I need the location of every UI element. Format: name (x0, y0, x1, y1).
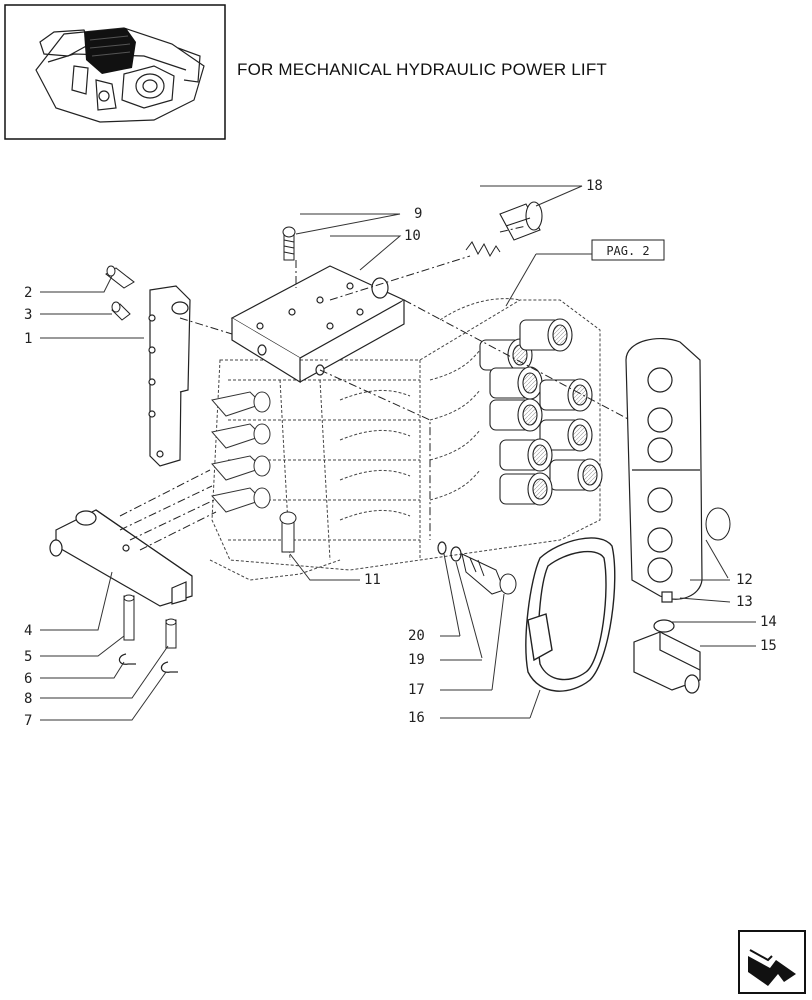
reference-label: PAG. 2 (606, 244, 649, 258)
callout-6: 6 (24, 671, 32, 687)
hydraulic-lift-thumbnail (4, 4, 226, 140)
clip-7 (160, 661, 178, 673)
screw-2 (105, 265, 135, 289)
callout-13: 13 (736, 594, 753, 610)
clip-6 (118, 653, 136, 665)
callout-17: 17 (408, 682, 425, 698)
pin-5 (123, 594, 135, 641)
page-title: FOR MECHANICAL HYDRAULIC POWER LIFT (237, 60, 608, 79)
spool-levers (211, 391, 271, 513)
callout-8: 8 (24, 691, 32, 707)
cap-12 (705, 507, 731, 541)
handle-16 (525, 537, 616, 692)
callout-12: 12 (736, 572, 753, 588)
o-ring-19 (450, 546, 462, 562)
callout-5: 5 (24, 649, 32, 665)
assembly-lines (119, 225, 631, 551)
ring-14 (653, 619, 675, 633)
spring (465, 241, 501, 258)
callout-11: 11 (364, 572, 381, 588)
next-page-arrow-icon[interactable] (738, 930, 806, 994)
pin-8 (165, 618, 177, 649)
o-ring-20 (437, 541, 447, 555)
plug-18 (499, 201, 543, 241)
lever-bracket (148, 285, 191, 467)
leader-lines (40, 185, 756, 721)
callout-7: 7 (24, 713, 32, 729)
callout-9: 9 (414, 206, 422, 222)
callout-20: 20 (408, 628, 425, 644)
quick-couplers (479, 318, 603, 506)
reference-box (591, 239, 665, 261)
callout-10: 10 (404, 228, 421, 244)
screw-3 (111, 301, 131, 321)
callout-19: 19 (408, 652, 425, 668)
callout-14: 14 (760, 614, 777, 630)
callout-3: 3 (24, 307, 32, 323)
top-cover-plate (230, 265, 406, 384)
coupler-cover (625, 338, 703, 603)
valve-17 (461, 553, 517, 595)
callout-1: 1 (24, 331, 32, 347)
callout-4: 4 (24, 623, 32, 639)
linkage-bar (49, 509, 193, 607)
callout-numbers: 1 2 3 4 5 6 7 8 9 10 11 12 13 14 15 16 1… (24, 178, 777, 729)
callout-16: 16 (408, 710, 425, 726)
connector-15 (633, 631, 701, 694)
callout-2: 2 (24, 285, 32, 301)
callout-15: 15 (760, 638, 777, 654)
screw-11 (279, 511, 297, 553)
screw-9 (282, 226, 296, 261)
callout-18: 18 (586, 178, 603, 194)
valve-block-body (209, 298, 601, 581)
